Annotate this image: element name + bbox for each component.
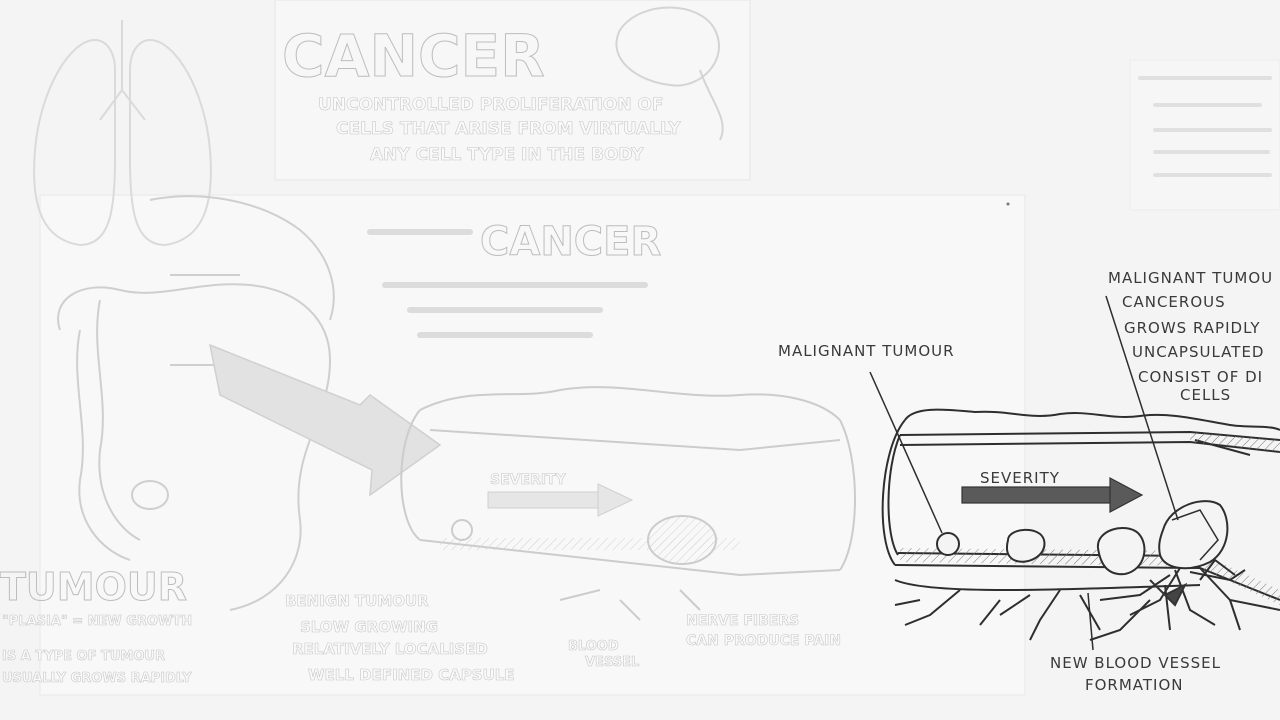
ghost-layer: CANCER UNCONTROLLED PROLIFERATION OF CEL… — [0, 0, 1280, 695]
severity-label: SEVERITY — [980, 469, 1060, 487]
tumour-stage-1 — [937, 533, 959, 555]
ghost-benign-line-2: SLOW GROWING — [300, 618, 438, 636]
ghost-cancer-def-1: UNCONTROLLED PROLIFERATION OF — [318, 95, 664, 115]
board-speck — [1007, 203, 1010, 206]
malignant-trait-5: CELLS — [1180, 386, 1231, 404]
ghost-nerve-line-2: CAN PRODUCE PAIN — [686, 633, 841, 649]
ghost-tumour-line-2: IS A TYPE OF TUMOUR — [2, 649, 165, 664]
ghost-blood-line-1: BLOOD — [568, 639, 619, 654]
tumour-stage-4 — [1159, 501, 1227, 568]
ghost-cancer-def-2: CELLS THAT ARISE FROM VIRTUALLY — [336, 119, 681, 139]
ghost-tumour-title: TUMOUR — [0, 565, 187, 609]
malignant-trait-2: GROWS RAPIDLY — [1124, 319, 1261, 337]
ghost-cancer-title: CANCER — [282, 22, 545, 90]
new-vessel-line-2: FORMATION — [1085, 676, 1184, 694]
tumour-stage-3 — [1098, 528, 1145, 574]
ghost-severity-label: SEVERITY — [490, 472, 567, 488]
ghost-panel-right — [1130, 60, 1280, 210]
malignant-trait-3: UNCAPSULATED — [1132, 343, 1264, 361]
ghost-blood-line-2: VESSEL — [585, 655, 639, 670]
pointer-line-vessel — [1088, 593, 1093, 650]
malignant-label-right: MALIGNANT TUMOU — [1108, 269, 1273, 287]
severity-arrow-shaft — [962, 487, 1112, 503]
malignant-trait-4: CONSIST OF DI — [1138, 368, 1263, 386]
ghost-benign-line-1: BENIGN TUMOUR — [285, 592, 429, 610]
severity-arrow-head-icon — [1110, 478, 1142, 512]
ghost-nerve-line-1: NERVE FIBERS — [686, 613, 799, 629]
malignant-trait-1: CANCEROUS — [1122, 293, 1226, 311]
ghost-cancer-def-3: ANY CELL TYPE IN THE BODY — [370, 145, 644, 165]
malignant-label-left: MALIGNANT TUMOUR — [778, 342, 955, 360]
ghost-benign-line-4: WELL DEFINED CAPSULE — [308, 666, 515, 684]
ghost-benign-line-3: RELATIVELY LOCALISED — [292, 640, 488, 658]
ghost-bowel-cancer-title: CANCER — [480, 219, 661, 265]
new-vessel-line-1: NEW BLOOD VESSEL — [1050, 654, 1221, 672]
ghost-tumour-line-3: USUALLY GROWS RAPIDLY — [2, 671, 192, 686]
ghost-tumour-line-1: "PLASIA" = NEW GROWTH — [2, 614, 192, 629]
